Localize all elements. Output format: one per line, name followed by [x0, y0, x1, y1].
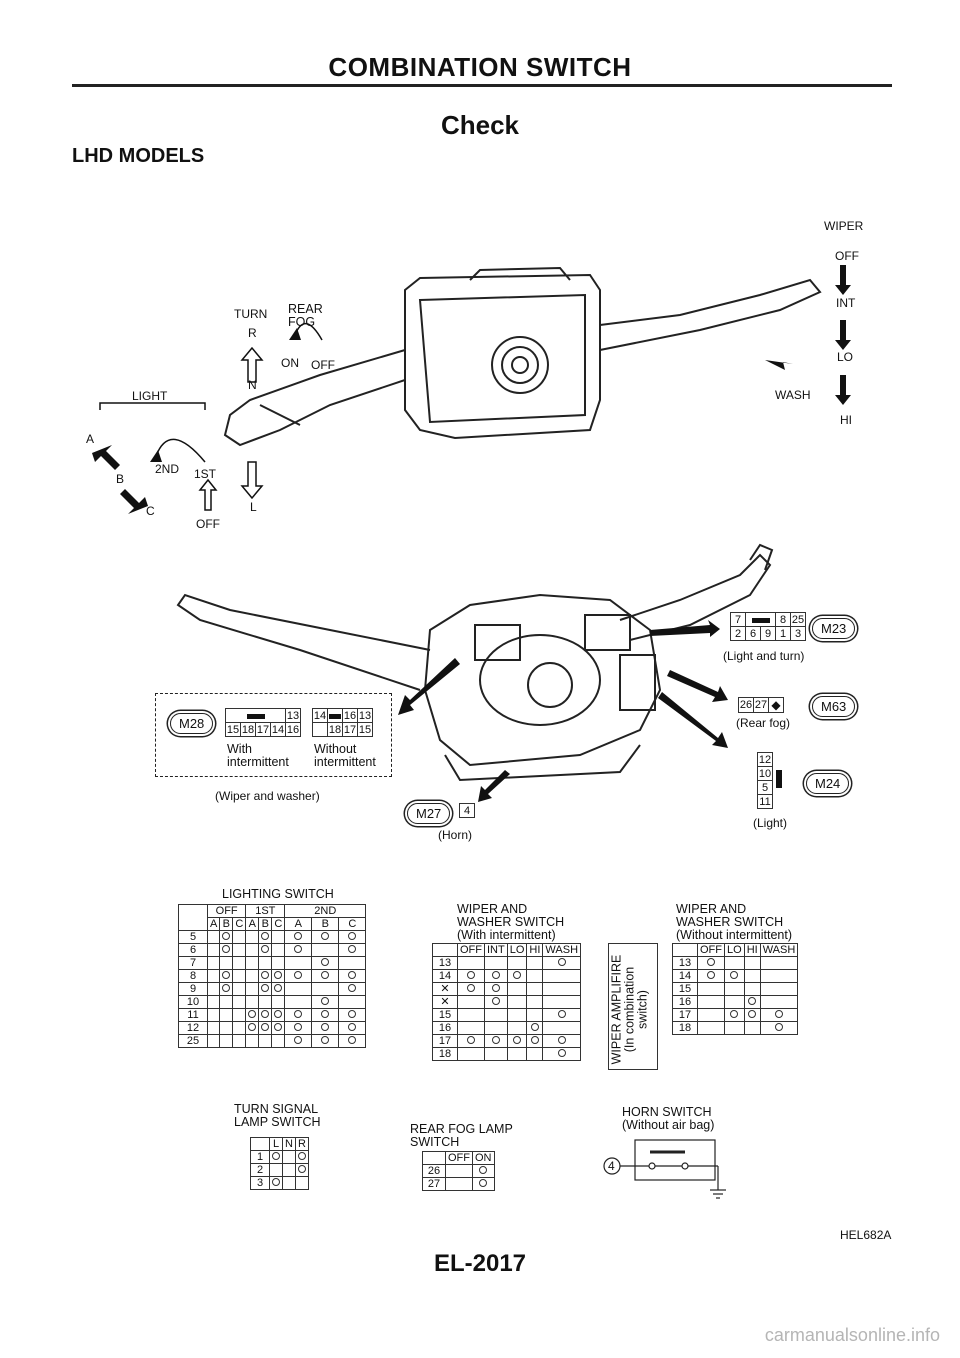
- wiper-off-label: OFF: [835, 249, 859, 263]
- wiper-amplifier-box: [608, 943, 658, 1070]
- light-b-label: B: [116, 472, 125, 486]
- horn-switch-diagram: [603, 1139, 726, 1199]
- pin: 14: [312, 708, 328, 723]
- m24-key: [776, 770, 782, 788]
- pin: 16: [285, 722, 301, 737]
- connector-m28-caption: (Wiper and washer): [215, 789, 320, 803]
- switch-illustration-bottom: [176, 543, 774, 802]
- wiper-title: WIPER: [824, 219, 864, 233]
- pin: 13: [357, 708, 373, 723]
- connector-m27-id: M27: [407, 803, 451, 824]
- wiper-with-title: WIPER AND WASHER SWITCH (With intermitte…: [457, 902, 565, 942]
- pin: 27: [753, 697, 769, 713]
- connector-m28-id: M28: [170, 713, 214, 734]
- light-1st-label: 1ST: [194, 467, 217, 481]
- wiper-lo-label: LO: [837, 350, 854, 364]
- watermark: carmanualsonline.info: [764, 1325, 940, 1345]
- turn-l-label: L: [250, 500, 257, 514]
- connector-m63-id: M63: [812, 696, 856, 717]
- pin: 6: [745, 626, 761, 641]
- connector-m24-caption: (Light): [753, 816, 788, 830]
- horn-pin: 4: [608, 1159, 615, 1173]
- light-2nd-label: 2ND: [155, 462, 180, 476]
- section-subtitle: LHD MODELS: [72, 145, 205, 167]
- pin: 5: [757, 780, 773, 795]
- turn-title: TURN: [234, 307, 268, 321]
- wiper-hi-label: HI: [840, 413, 852, 427]
- pin: 15: [225, 722, 241, 737]
- light-title: LIGHT: [132, 389, 168, 403]
- wiper-without-title: WIPER AND WASHER SWITCH (Without intermi…: [676, 902, 793, 942]
- pin: 4: [459, 803, 475, 818]
- light-c-label: C: [146, 504, 155, 518]
- pin: 12: [757, 752, 773, 767]
- pin: 1: [775, 626, 791, 641]
- pin: 9: [760, 626, 776, 641]
- rear-fog-switch-title: REAR FOG LAMP SWITCH: [410, 1122, 513, 1149]
- connector-m28-box: [155, 693, 392, 777]
- pin: 2: [730, 626, 746, 641]
- pin: 11: [757, 794, 773, 809]
- pin: 18: [327, 722, 343, 737]
- lighting-switch-title: LIGHTING SWITCH: [222, 887, 334, 901]
- section-title: Check: [440, 110, 520, 140]
- connector-m63-caption: (Rear fog): [736, 716, 791, 730]
- pin: 16: [342, 708, 358, 723]
- rearfog-on-label: ON: [281, 356, 299, 370]
- rearfog-off-label: OFF: [311, 358, 335, 372]
- page-number: EL-2017: [433, 1250, 527, 1277]
- turn-signal-title: TURN SIGNAL LAMP SWITCH: [234, 1102, 321, 1129]
- pin: 17: [342, 722, 358, 737]
- horn-switch-title: HORN SWITCH (Without air bag): [622, 1105, 715, 1132]
- pin: 25: [790, 612, 806, 627]
- pin: 8: [775, 612, 791, 627]
- pin: 14: [270, 722, 286, 737]
- wiper-wash-label: WASH: [775, 388, 811, 402]
- connector-m24-pins: 12 10 5 11: [757, 752, 773, 809]
- connector-m23-id: M23: [812, 618, 856, 639]
- light-a-label: A: [86, 432, 95, 446]
- rearfog-title: REAR FOG: [288, 302, 323, 329]
- turn-n-label: N: [248, 378, 257, 392]
- figure-reference: HEL682A: [840, 1228, 892, 1242]
- pin: 17: [255, 722, 271, 737]
- pin: 3: [790, 626, 806, 641]
- page-header-title: COMBINATION SWITCH: [328, 52, 632, 82]
- turn-r-label: R: [248, 326, 257, 340]
- m28-without-label: Without intermittent: [314, 742, 376, 769]
- pin: 26: [738, 697, 754, 713]
- connector-m27-pins: 4: [459, 803, 475, 818]
- connector-m27-caption: (Horn): [438, 828, 473, 842]
- pin: 15: [357, 722, 373, 737]
- light-off-label: OFF: [196, 517, 220, 531]
- wiper-amplifier-label: WIPER AMPLIFIRE (In combination switch): [609, 954, 650, 1065]
- header-rule: [72, 84, 892, 87]
- connector-m23-caption: (Light and turn): [723, 649, 805, 663]
- pin: 13: [285, 708, 301, 723]
- pin: 10: [757, 766, 773, 781]
- pin: 7: [730, 612, 746, 627]
- wiper-int-label: INT: [836, 296, 856, 310]
- pin: 18: [240, 722, 256, 737]
- m28-with-label: With intermittent: [227, 742, 289, 769]
- switch-illustration-top: [92, 265, 851, 514]
- connector-m24-id: M24: [806, 773, 850, 794]
